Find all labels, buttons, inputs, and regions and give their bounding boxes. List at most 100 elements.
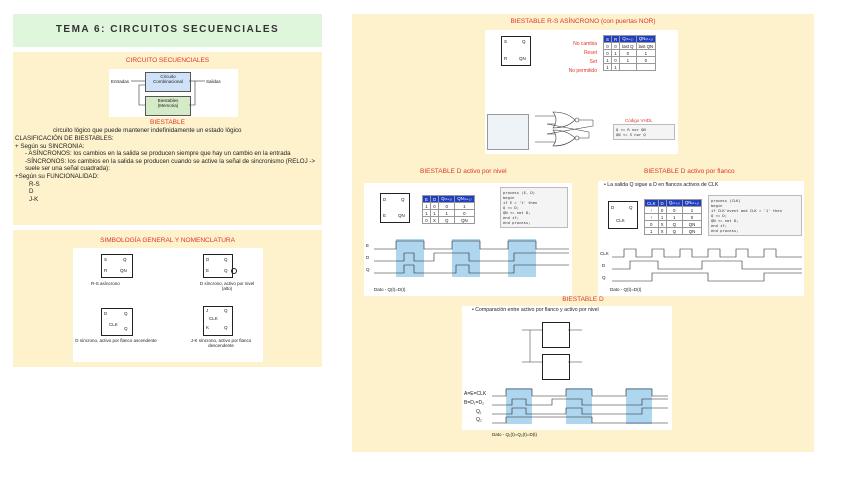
rs-label-list: No cambia Reset Set No permitido	[551, 40, 597, 76]
code-line: end if;	[711, 223, 728, 228]
td: last Q	[619, 42, 637, 50]
comb-label: Circuito Combinacional	[153, 74, 183, 84]
pin: D	[104, 311, 108, 316]
td: ↑	[644, 213, 659, 221]
biestable-heading: BIESTABLE	[150, 119, 185, 126]
pin: Q	[224, 257, 228, 262]
pin-q: Q	[629, 205, 633, 210]
d-level-waveform	[374, 239, 569, 277]
signal-label: CLK	[600, 251, 609, 256]
rs-label: No permitido	[568, 68, 597, 74]
th: D	[657, 199, 667, 207]
signal-label: D	[366, 255, 370, 260]
pin-r: R	[504, 56, 508, 61]
td	[619, 63, 637, 71]
pin: Q	[224, 308, 228, 313]
td: 0	[610, 56, 621, 64]
td: 1	[603, 63, 612, 71]
text-line: +Según su FUNCIONALIDAD:	[15, 172, 99, 180]
td: 0	[603, 49, 612, 57]
symbol-caption: R-S asíncrono	[91, 281, 120, 286]
signal-label: Q₁	[476, 409, 482, 415]
d-level-block	[380, 193, 410, 223]
code-title: Código VHDL	[625, 118, 653, 123]
pin: CLK	[209, 316, 218, 321]
td: 0	[619, 49, 637, 57]
text-line: CLASIFICACIÓN DE BIESTABLES:	[15, 135, 114, 142]
text-line: R-S	[29, 180, 40, 188]
td: 1	[438, 209, 456, 217]
signal-label: E	[366, 243, 370, 248]
code-line: process (E, D)	[503, 190, 536, 195]
code-line: begin	[711, 203, 723, 208]
pin: J	[206, 308, 209, 313]
pin: Q	[124, 326, 128, 331]
td: 1	[429, 209, 440, 217]
code-line: end if;	[503, 215, 520, 220]
signal-label: A=E=CLK	[464, 391, 487, 397]
th: QN₍ₙ₊₁₎	[635, 35, 657, 43]
code-line: if CLK'event and CLK = '1' then	[711, 208, 782, 213]
figure-footer: Dato - Q(t)=D(t)	[374, 287, 406, 292]
td: last QN	[635, 42, 657, 50]
rs-code: Q <= R nor QN QN <= S nor Q	[613, 124, 675, 140]
rs-label: No cambia	[573, 41, 597, 47]
code-line: QN <= not D;	[503, 210, 531, 215]
text-line: - ASÍNCRONOS: los cambios en la salida s…	[25, 150, 291, 158]
td: Q	[438, 216, 456, 224]
bullet: La salida Q sigue a D en flancos activos…	[607, 182, 719, 188]
pin: R	[104, 268, 108, 273]
th: Q₍ₙ₊₁₎	[438, 195, 456, 203]
pin-d: D	[611, 205, 615, 210]
td: ↑	[644, 206, 659, 214]
figure-footer: Dato - Q(t)=D(t)	[610, 287, 642, 292]
rs-label: Reset	[583, 50, 597, 56]
th: Q₍ₙ₊₁₎	[665, 199, 683, 207]
d-edge-symbol	[101, 308, 133, 336]
rs-small-table	[487, 114, 529, 150]
text-line: + Según su SINCRONIA:	[15, 142, 85, 150]
th: Q₍ₙ₊₁₎	[619, 35, 637, 43]
bullet-text: • Comparación entre activo por flanco y …	[472, 307, 599, 313]
td: 1	[603, 56, 612, 64]
signal-label: D	[602, 263, 606, 268]
code-line: end process;	[503, 220, 531, 225]
th: QN₍ₙ₊₁₎	[454, 195, 475, 203]
td: 1	[644, 227, 659, 235]
section-heading: BIESTABLE R-S ASÍNCRONO (con puertas NOR…	[510, 18, 656, 25]
pin-q: Q	[522, 39, 526, 44]
pin: Q	[123, 257, 127, 262]
td: 0	[438, 202, 456, 210]
section-heading: BIESTABLE D activo por nivel	[420, 168, 507, 175]
flip-block	[145, 96, 191, 116]
compare-wiring	[522, 329, 582, 363]
symbol-caption: D síncrono, activo por nivel (alto)	[199, 281, 255, 291]
th: QN₍ₙ₊₁₎	[681, 199, 703, 207]
d-compare-waveform	[492, 388, 668, 424]
d-level-code: process (E, D) begin if E = '1' then Q <…	[500, 187, 568, 228]
pin-qn: QN	[398, 213, 405, 218]
diagram-arrows	[131, 80, 205, 106]
code-line: QN <= S nor Q	[616, 132, 646, 137]
code-line: Q <= D;	[503, 205, 520, 210]
d-level-symbol	[203, 254, 233, 278]
rs-label: Set	[589, 59, 597, 65]
flipflop-level	[542, 354, 570, 380]
pin: K	[206, 325, 210, 330]
td: Q	[665, 227, 683, 235]
pin: Q	[224, 268, 228, 273]
symbols-figure: S R Q QN R-S asíncrono D E Q Q D síncron…	[73, 248, 263, 362]
code-line: Q <= D;	[711, 213, 728, 218]
right-panel: BIESTABLE R-S ASÍNCRONO (con puertas NOR…	[352, 14, 814, 452]
biestable-definition: circuito lógico que puede mantener indef…	[53, 127, 242, 134]
th: S	[603, 35, 612, 43]
text-line: J-K	[29, 195, 39, 203]
td: 1	[665, 213, 683, 221]
code-line: if E = '1' then	[503, 200, 538, 205]
td: 1	[610, 63, 621, 71]
td: QN	[454, 216, 475, 224]
outputs-label: Salidas	[206, 79, 221, 84]
simbologia-panel: SIMBOLOGÍA GENERAL Y NOMENCLATURA S R Q …	[13, 230, 322, 367]
td: 0	[610, 42, 621, 50]
